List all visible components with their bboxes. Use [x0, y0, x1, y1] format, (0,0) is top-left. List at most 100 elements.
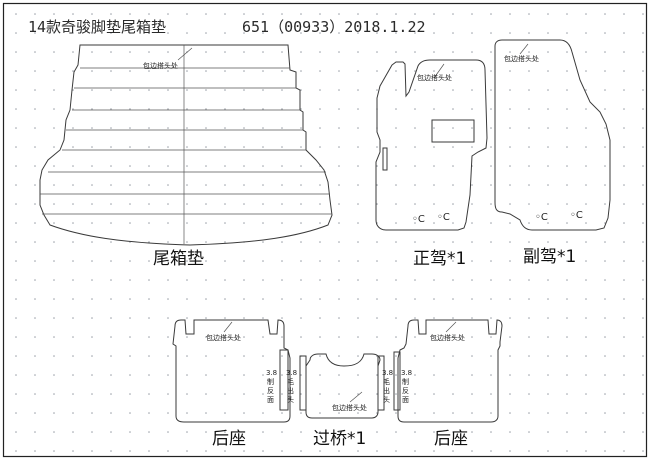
grid-dot [471, 393, 473, 395]
grid-dot [72, 393, 74, 395]
grid-dot [53, 393, 55, 395]
rear-left-side-1: 3.8 [266, 369, 277, 377]
grid-dot [452, 355, 454, 357]
grid-dot [509, 89, 511, 91]
grid-dot [300, 146, 302, 148]
grid-dot [300, 203, 302, 205]
grid-dot [509, 241, 511, 243]
grid-dot [129, 431, 131, 433]
trunk-label: 尾箱垫 [153, 249, 204, 269]
grid-dot [623, 393, 625, 395]
grid-dot [129, 203, 131, 205]
grid-dot [72, 70, 74, 72]
grid-dot [205, 70, 207, 72]
grid-dot [15, 412, 17, 414]
grid-dot [281, 317, 283, 319]
grid-dot [547, 336, 549, 338]
grid-dot [34, 203, 36, 205]
grid-dot [262, 450, 264, 452]
grid-dot [186, 184, 188, 186]
grid-dot [148, 355, 150, 357]
grid-dot [186, 203, 188, 205]
bridge-mat: 包边搭头处 3.8 毛 出 头 过桥*1 [299, 353, 393, 449]
grid-dot [224, 222, 226, 224]
grid-dot [243, 450, 245, 452]
grid-dot [281, 298, 283, 300]
grid-dot [186, 222, 188, 224]
rear-right-side-4: 面 [402, 396, 409, 404]
grid-dot [395, 32, 397, 34]
grid-dot [471, 355, 473, 357]
grid-dot [167, 89, 169, 91]
grid-dot [205, 450, 207, 452]
grid-dot [509, 317, 511, 319]
grid-dot [319, 127, 321, 129]
grid-dot [604, 203, 606, 205]
grid-dot [547, 203, 549, 205]
grid-dot [642, 450, 644, 452]
grid-dot [281, 165, 283, 167]
grid-dot [490, 70, 492, 72]
grid-dot [34, 241, 36, 243]
grid-dot [509, 32, 511, 34]
grid-dot [262, 13, 264, 15]
grid-dot [604, 127, 606, 129]
grid-dot [91, 412, 93, 414]
grid-dot [186, 32, 188, 34]
grid-dot [604, 298, 606, 300]
grid-dot [642, 108, 644, 110]
grid-dot [642, 374, 644, 376]
grid-dot [395, 51, 397, 53]
grid-dot [186, 260, 188, 262]
grid-dot [452, 241, 454, 243]
grid-dot [319, 89, 321, 91]
grid-dot [167, 336, 169, 338]
rear-left-side2-3: 出 [287, 386, 294, 395]
grid-dot [338, 317, 340, 319]
grid-dot [262, 32, 264, 34]
bridge-side-r3: 出 [383, 386, 390, 395]
grid-dot [642, 336, 644, 338]
grid-dot [129, 127, 131, 129]
grid-dot [300, 393, 302, 395]
grid-dot [566, 127, 568, 129]
grid-dot [376, 51, 378, 53]
grid-dot [547, 450, 549, 452]
grid-dot [604, 13, 606, 15]
grid-dot [528, 222, 530, 224]
grid-dot [281, 355, 283, 357]
grid-dot [205, 146, 207, 148]
grid-dot [205, 51, 207, 53]
grid-dot [338, 241, 340, 243]
grid-dot [338, 260, 340, 262]
grid-dot [129, 298, 131, 300]
grid-dot [623, 108, 625, 110]
grid-dot [604, 374, 606, 376]
grid-dot [53, 184, 55, 186]
grid-dot [91, 450, 93, 452]
grid-dot [148, 165, 150, 167]
grid-dot [490, 222, 492, 224]
grid-dot [300, 222, 302, 224]
grid-dot [642, 279, 644, 281]
grid-dot [205, 32, 207, 34]
grid-dot [433, 336, 435, 338]
grid-dot [338, 108, 340, 110]
grid-dot [604, 51, 606, 53]
grid-dot [357, 146, 359, 148]
grid-dot [642, 89, 644, 91]
grid-dot [319, 184, 321, 186]
grid-dot [642, 203, 644, 205]
grid-dot [433, 203, 435, 205]
grid-dot [433, 355, 435, 357]
grid-dot [167, 241, 169, 243]
grid-dot [129, 13, 131, 15]
grid-dot [53, 298, 55, 300]
grid-dot [452, 89, 454, 91]
grid-dot [72, 13, 74, 15]
grid-dot [376, 184, 378, 186]
grid-dot [281, 146, 283, 148]
grid-dot [53, 13, 55, 15]
grid-dot [585, 108, 587, 110]
